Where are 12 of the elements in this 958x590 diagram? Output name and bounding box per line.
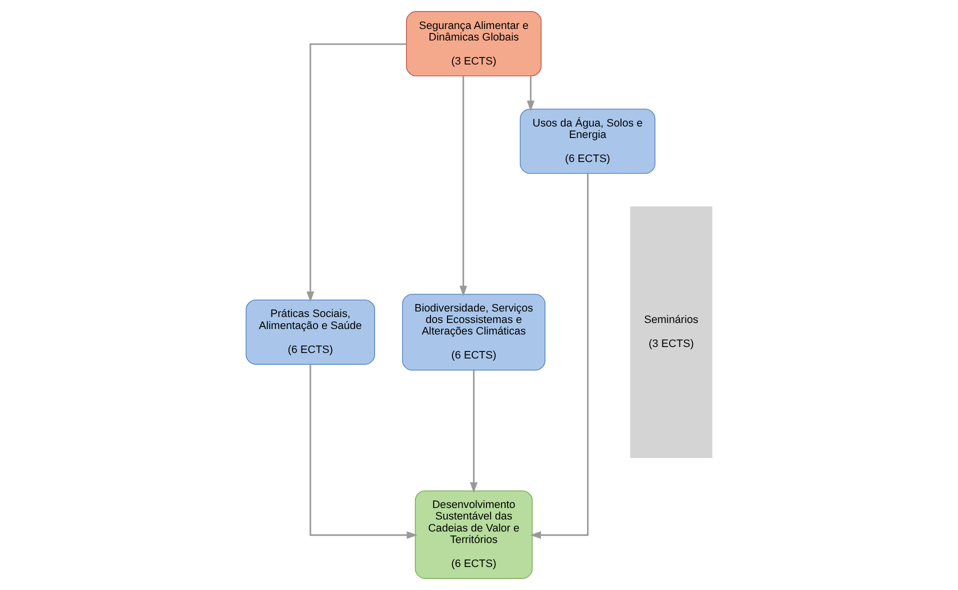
node-box: Usos da Água, Solos e Energia (6 ECTS) [520,108,656,174]
arrow [306,43,406,302]
arrow [470,370,478,494]
node-box: Desenvolvimento Sustentável das Cadeias de Valor e Territórios (6 ECTS) [414,490,533,579]
node-box: Práticas Sociais, Alimentação e Saúde (6 ECTS) [246,300,376,365]
node-box: Segurança Alimentar e Dinâmicas Globais (3 ECTS) [406,11,542,76]
arrow [526,76,534,112]
node-box: Seminários (3 ECTS) [630,206,712,458]
arrow [530,174,589,539]
arrow [310,364,418,539]
arrow [460,76,468,297]
node-box: Biodiversidade, Serviços dos Ecossistemas e Alterações Climáticas (6 ECTS) [402,294,546,370]
